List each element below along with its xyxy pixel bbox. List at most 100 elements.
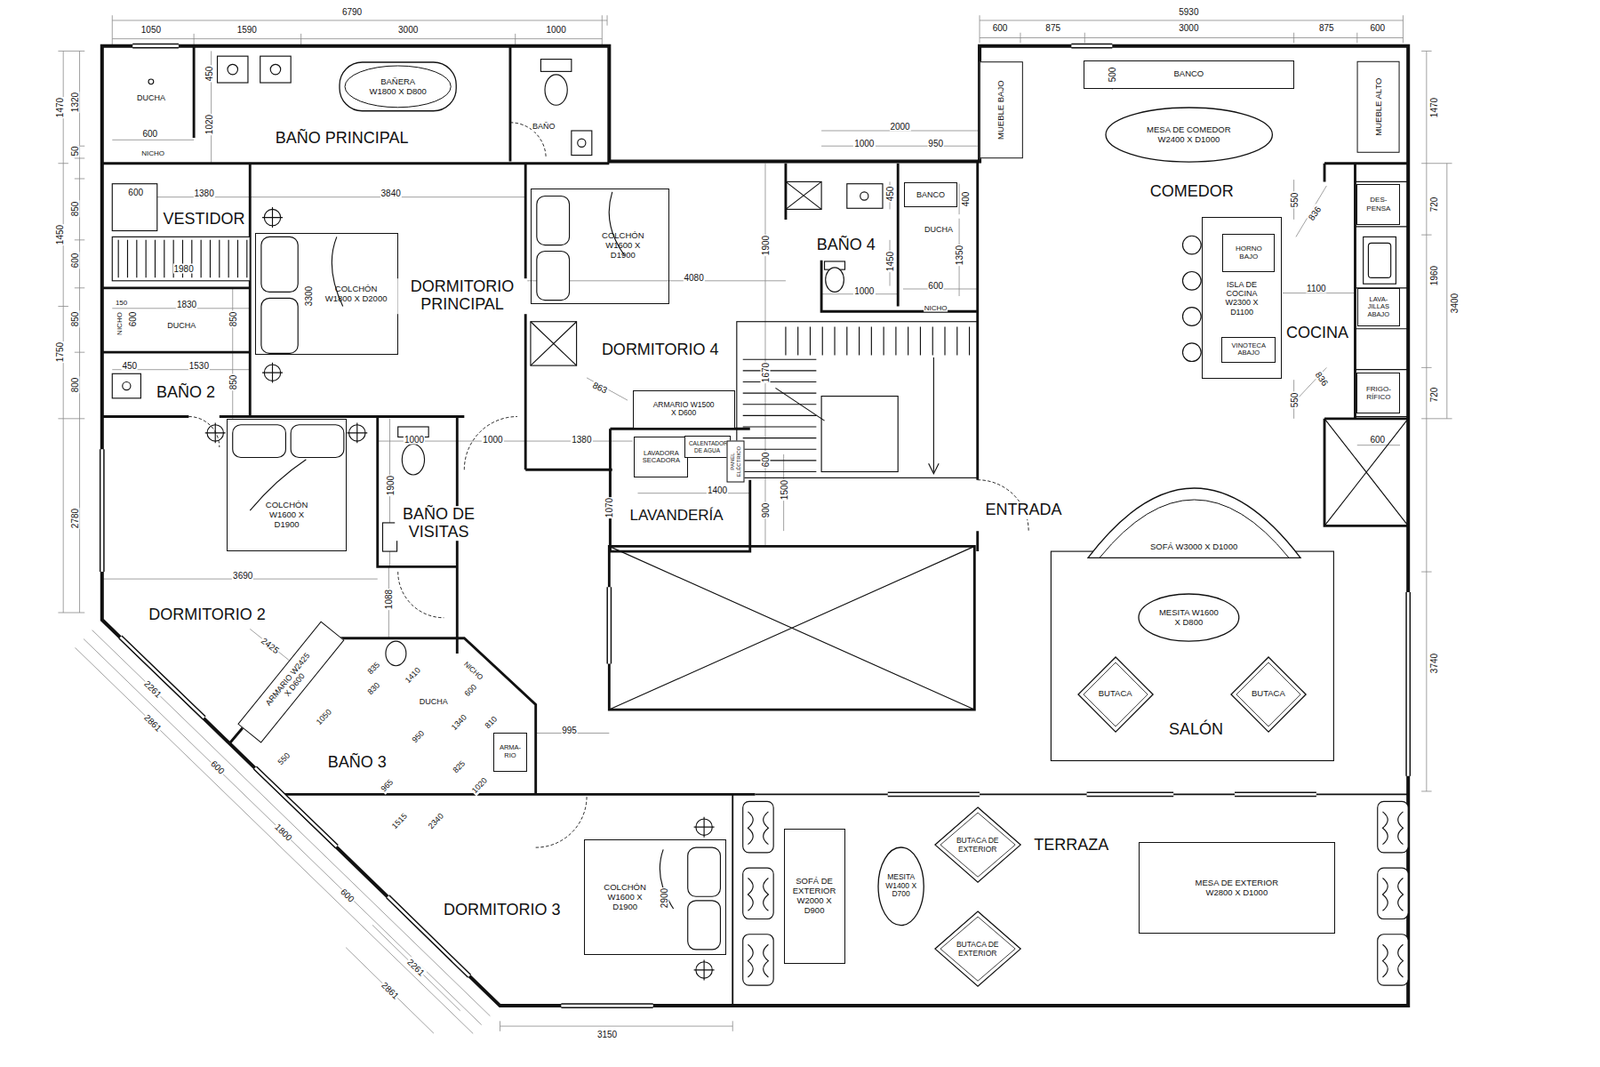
fixtures [1368, 242, 1391, 278]
armchair-diamond: BUTACA DE EXTERIOR [934, 910, 1022, 987]
dimension-value: 3840 [380, 187, 402, 198]
fixture-label: DUCHA [923, 225, 954, 235]
shafts-and-stairs [530, 321, 577, 366]
room-name: BAÑO DE VISITAS [394, 505, 484, 542]
furniture-label: MESA DE EXTERIOR W2800 X D1000 [1185, 878, 1288, 898]
furniture-box: ARMARIO W2425 X D600 [237, 620, 345, 744]
dimension-value: 863 [590, 379, 610, 396]
furniture-label: MESITA W1600 X D800 [1156, 608, 1222, 628]
fixtures [544, 74, 568, 105]
dimension-value: 1530 [188, 360, 210, 370]
dimension-value: 3400 [1448, 292, 1459, 314]
furniture-label: HORNO BAJO [1226, 244, 1272, 261]
tub-outline [339, 62, 456, 112]
dimension-value: 1500 [778, 479, 789, 501]
fixtures [536, 195, 570, 245]
furniture-label: COLCHÓN W1800 X D2000 [324, 284, 388, 304]
fixture-label: NICHO [923, 304, 949, 312]
furniture-box: MUEBLE ALTO [1357, 61, 1400, 153]
furniture-label: CALENTADOR DE AGUA [688, 440, 726, 454]
dimension-value: 600 [69, 251, 80, 269]
dimension-value: 810 [483, 713, 501, 731]
fixture-label: NICHO [140, 150, 166, 159]
dimension-value: 600 [338, 885, 358, 904]
shafts-and-stairs [530, 181, 1408, 710]
dimension-value: 6790 [341, 6, 363, 16]
dimension-value: 550 [276, 751, 294, 768]
furniture-box: COLCHÓN W1600 X D1900 [226, 418, 347, 552]
dimension-value: 2261 [142, 677, 165, 700]
dimension-lines [821, 130, 980, 296]
fixtures [261, 236, 298, 292]
walls [102, 46, 610, 417]
shafts-and-stairs [608, 545, 975, 710]
dimension-value: 1050 [314, 707, 335, 728]
dimension-value: 950 [409, 728, 427, 745]
dimension-value: 3150 [596, 1028, 618, 1039]
walls [229, 638, 755, 795]
dimension-value: 1670 [760, 361, 770, 384]
dimension-value: 550 [1288, 392, 1299, 409]
dimension-value: 1070 [604, 496, 615, 518]
fixtures [290, 424, 344, 458]
shafts-and-stairs [775, 357, 939, 474]
door-swings [188, 122, 1029, 848]
dimension-value: 2000 [888, 121, 911, 132]
fixtures [571, 130, 592, 156]
fixtures [385, 640, 407, 666]
dimension-value: 400 [960, 191, 970, 208]
fixture-label: DUCHA [136, 94, 167, 104]
fixtures [743, 867, 774, 919]
ellipse-outline [1105, 107, 1272, 162]
fixtures [1182, 271, 1201, 290]
dimension-lines [57, 15, 1452, 1033]
dimension-value: 800 [69, 376, 80, 393]
shafts-and-stairs [530, 321, 577, 366]
furniture-box: LAVADORA SECADORA [633, 436, 688, 478]
dimension-value: 1590 [236, 24, 258, 35]
dimension-value: 600 [1368, 433, 1386, 444]
dimension-value: 450 [885, 185, 896, 203]
furniture-label: PANEL ELÉCTRICO [729, 443, 743, 479]
fixtures [1377, 800, 1408, 852]
dimension-value: 1470 [1428, 96, 1439, 118]
furniture-label: VINOTECA ABAJO [1224, 342, 1272, 358]
room-name: DORMITORIO PRINCIPAL [397, 278, 527, 314]
dimension-value: 1900 [384, 474, 395, 496]
diamond-outline [935, 807, 1021, 882]
furniture-ellipse: MESA DE COMEDOR W2400 X D1000 [1104, 106, 1273, 163]
door-swings [188, 122, 1029, 848]
dimension-value: 1400 [706, 485, 728, 496]
dimension-value: 1000 [403, 433, 425, 444]
shafts-and-stairs [736, 321, 978, 479]
walls [102, 46, 1408, 1006]
dimension-value: 2425 [258, 634, 282, 656]
furniture-label: SOFÁ DE EXTERIOR W2000 X D900 [792, 876, 838, 916]
dimension-value: 1450 [54, 224, 64, 246]
dimension-value: 850 [227, 311, 238, 328]
dimension-value: 1515 [390, 811, 410, 832]
dimension-lines [74, 630, 490, 1034]
walls [377, 163, 751, 654]
dimension-value: 450 [204, 64, 215, 82]
fixtures [118, 240, 248, 278]
fixtures [112, 184, 158, 232]
furniture-ellipse: MESITA W1400 X D700 [877, 846, 925, 927]
dimension-value: 2900 [659, 887, 670, 909]
fixtures [227, 64, 238, 74]
dimension-value: 1020 [469, 776, 489, 797]
dimension-value: 835 [366, 659, 384, 677]
dimension-value: 2780 [69, 507, 80, 529]
diamond-outline [1078, 656, 1153, 732]
fixtures [847, 184, 883, 209]
dimension-value: 1900 [760, 233, 770, 256]
dimension-value: 600 [927, 280, 944, 291]
fixtures [825, 267, 845, 293]
dimension-lines [102, 280, 786, 639]
room-name: COMEDOR [1149, 183, 1235, 201]
fixtures [1182, 235, 1201, 255]
dimension-value: 950 [927, 137, 944, 148]
dimension-value: 2861 [142, 711, 165, 734]
dimension-value: 1000 [853, 286, 875, 296]
